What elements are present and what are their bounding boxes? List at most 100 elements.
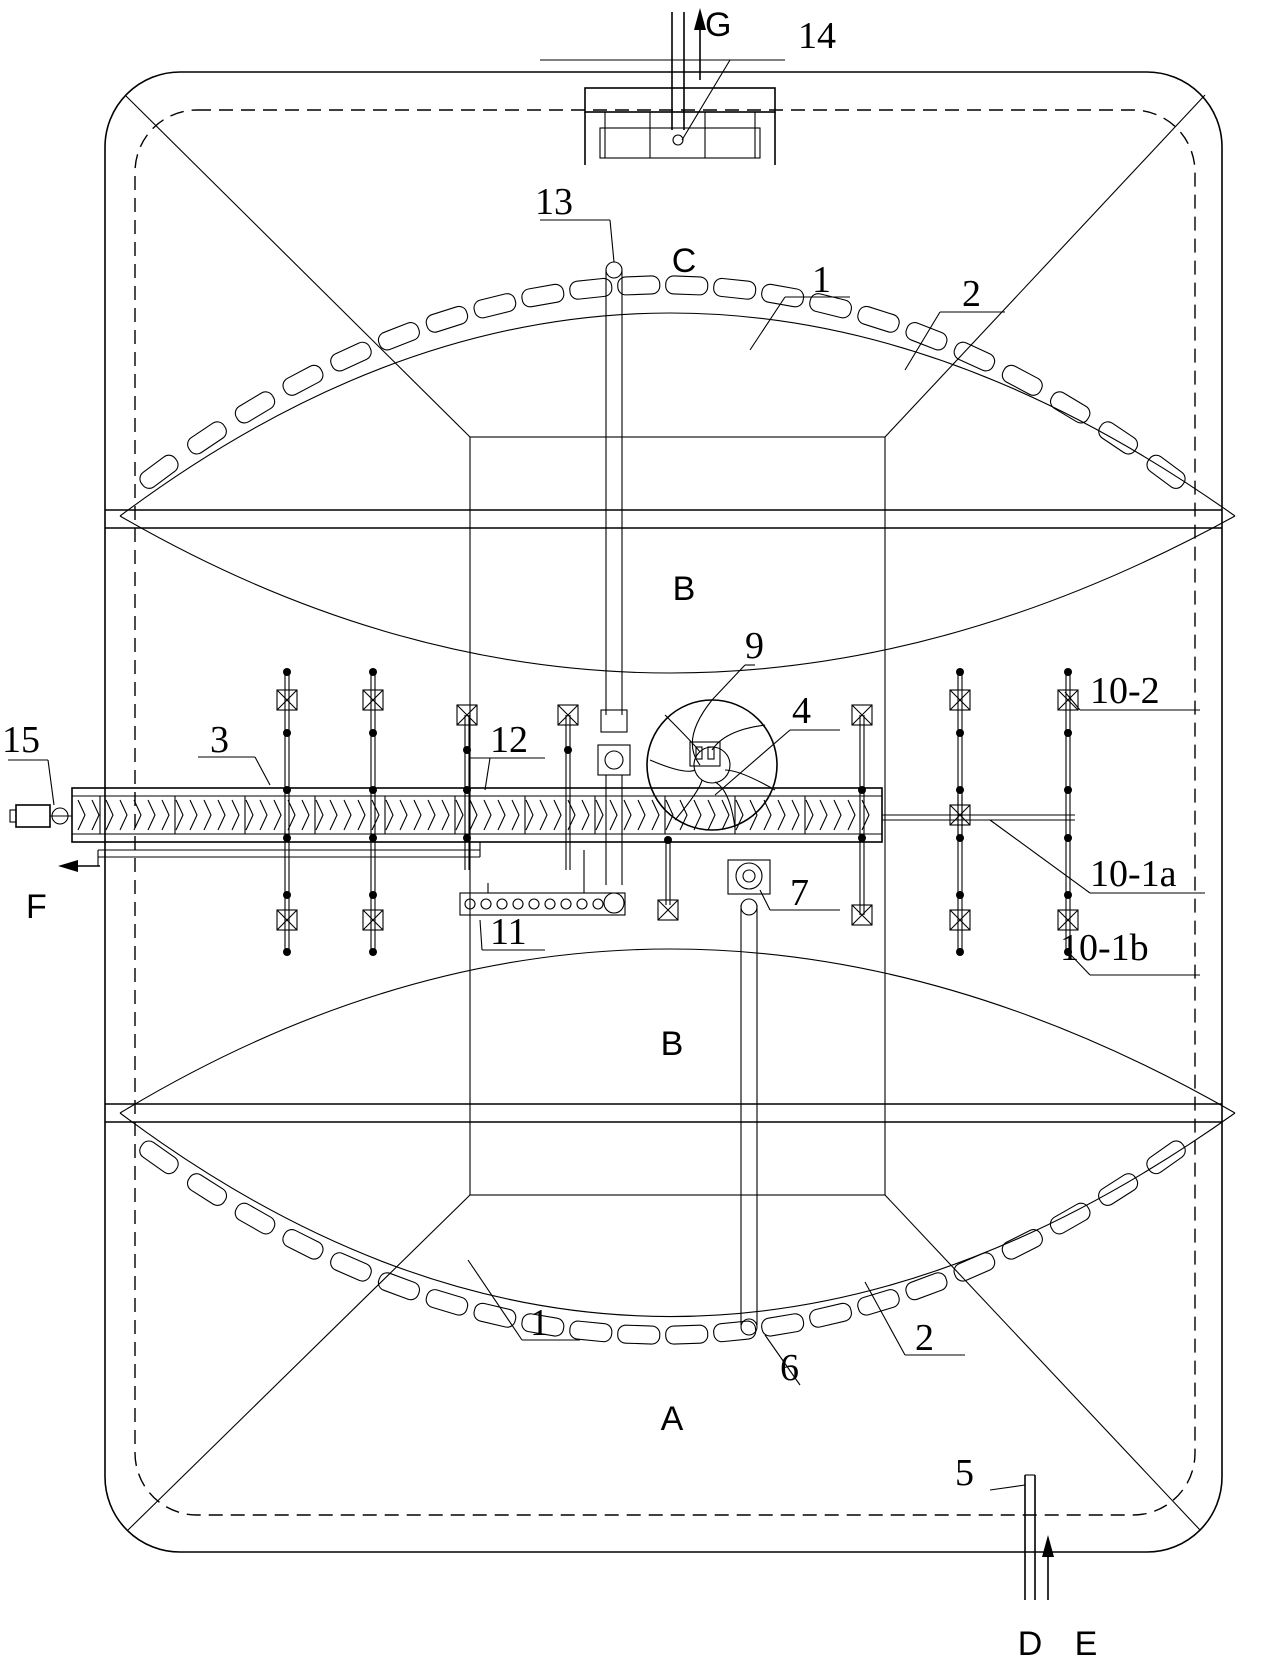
float-segment <box>139 1140 179 1175</box>
rack-joint <box>369 786 377 794</box>
rack-joint <box>283 668 291 676</box>
rack-joint <box>1064 668 1072 676</box>
rack-joint <box>956 948 964 956</box>
callout-2-top: 2 <box>962 273 981 315</box>
upper-membrane-top-arc <box>119 312 1236 517</box>
unit-4 <box>689 741 721 767</box>
flight-chevron <box>315 799 324 831</box>
float-segment <box>857 305 900 333</box>
zone-label-b-lower: B <box>661 1025 684 1063</box>
float-segment <box>330 1252 372 1282</box>
float-segment <box>473 1302 517 1328</box>
gas-outlet-arrow-icon <box>694 8 706 80</box>
flight-chevron <box>301 799 310 831</box>
rack-joint <box>463 746 471 754</box>
rack-diffuser <box>1057 689 1079 711</box>
flight-chevron <box>707 799 716 831</box>
flight-chevron <box>217 799 226 831</box>
callout-6: 6 <box>780 1347 799 1389</box>
float-segment <box>425 1289 469 1316</box>
flight-chevron <box>203 799 212 831</box>
flight-chevron <box>161 799 170 831</box>
rack-diffuser <box>456 704 478 726</box>
zone-label-a: A <box>661 1400 684 1438</box>
float-segment <box>761 283 805 308</box>
rack-joint <box>369 834 377 842</box>
float-segment <box>1098 421 1139 455</box>
flight-chevron <box>791 799 800 831</box>
rack-joint <box>283 786 291 794</box>
rack-joint <box>858 834 866 842</box>
flow-label-e: E <box>1075 1625 1098 1663</box>
aerator-racks <box>276 668 1079 956</box>
flight-chevron <box>749 799 758 831</box>
flight-chevron <box>651 799 660 831</box>
float-segment <box>569 277 613 300</box>
rack-diffuser <box>949 909 971 931</box>
callout-12: 12 <box>490 719 528 761</box>
rack-joint <box>1064 786 1072 794</box>
float-segment <box>186 1173 228 1206</box>
rack-diffuser-cross <box>851 904 873 926</box>
inlet-pipe-5 <box>1024 1474 1036 1600</box>
rack-joint <box>956 834 964 842</box>
manifold-node <box>480 898 492 910</box>
upper-membrane-bottom-arc <box>119 515 1236 674</box>
flight-chevron <box>623 799 632 831</box>
leader-lines <box>8 59 1205 1491</box>
manifold-node <box>544 898 556 910</box>
float-segment <box>1098 1173 1139 1206</box>
rack-joint <box>956 668 964 676</box>
callout-7: 7 <box>790 872 809 914</box>
rack-joint <box>956 786 964 794</box>
flight-chevron <box>581 799 590 831</box>
flight-chevron <box>175 799 184 831</box>
rack-diffuser <box>276 909 298 931</box>
rack-diffuser-cross <box>657 899 679 921</box>
flight-chevron <box>147 799 156 831</box>
float-segment <box>1050 391 1091 424</box>
callout-15: 15 <box>2 719 40 761</box>
rack-joint <box>1064 891 1072 899</box>
float-segment <box>521 1313 565 1337</box>
float-segment <box>282 1229 324 1260</box>
callout-10-2: 10-2 <box>1090 670 1160 712</box>
rack-joint <box>369 948 377 956</box>
rack-diffuser-cross <box>1057 689 1079 711</box>
float-segment <box>234 1202 276 1235</box>
rack-joint <box>369 891 377 899</box>
impeller-9 <box>646 699 778 831</box>
rack-diffuser-cross <box>362 689 384 711</box>
screw-conveyor <box>71 787 1075 843</box>
flight-chevron <box>189 799 198 831</box>
float-segment <box>761 1313 805 1337</box>
rack-joint <box>564 746 572 754</box>
flight-chevron <box>511 799 520 831</box>
float-segment <box>569 1320 613 1343</box>
flight-chevron <box>595 799 604 831</box>
rack-diffuser <box>657 899 679 921</box>
riser-pipe-13 <box>597 261 631 885</box>
float-segment <box>905 1272 948 1301</box>
rack-joint <box>283 948 291 956</box>
float-segment <box>1146 454 1186 489</box>
flight-chevron <box>819 799 828 831</box>
drive-motor <box>9 804 72 828</box>
flow-label-d: D <box>1018 1625 1043 1663</box>
flight-chevron <box>525 799 534 831</box>
float-segment <box>809 1302 852 1328</box>
float-segment <box>330 341 372 372</box>
float-segment <box>234 391 276 424</box>
manifold-node <box>576 898 588 910</box>
corner-diagonals <box>124 94 1206 1531</box>
flight-chevron <box>763 799 772 831</box>
float-segment <box>377 322 420 351</box>
flight-chevron <box>497 799 506 831</box>
rack-diffuser <box>362 909 384 931</box>
discharge-arrow-icon <box>58 860 100 872</box>
callout-1-top: 1 <box>812 259 831 301</box>
flight-chevron <box>245 799 254 831</box>
rack-joint <box>956 729 964 737</box>
flight-chevron <box>329 799 338 831</box>
